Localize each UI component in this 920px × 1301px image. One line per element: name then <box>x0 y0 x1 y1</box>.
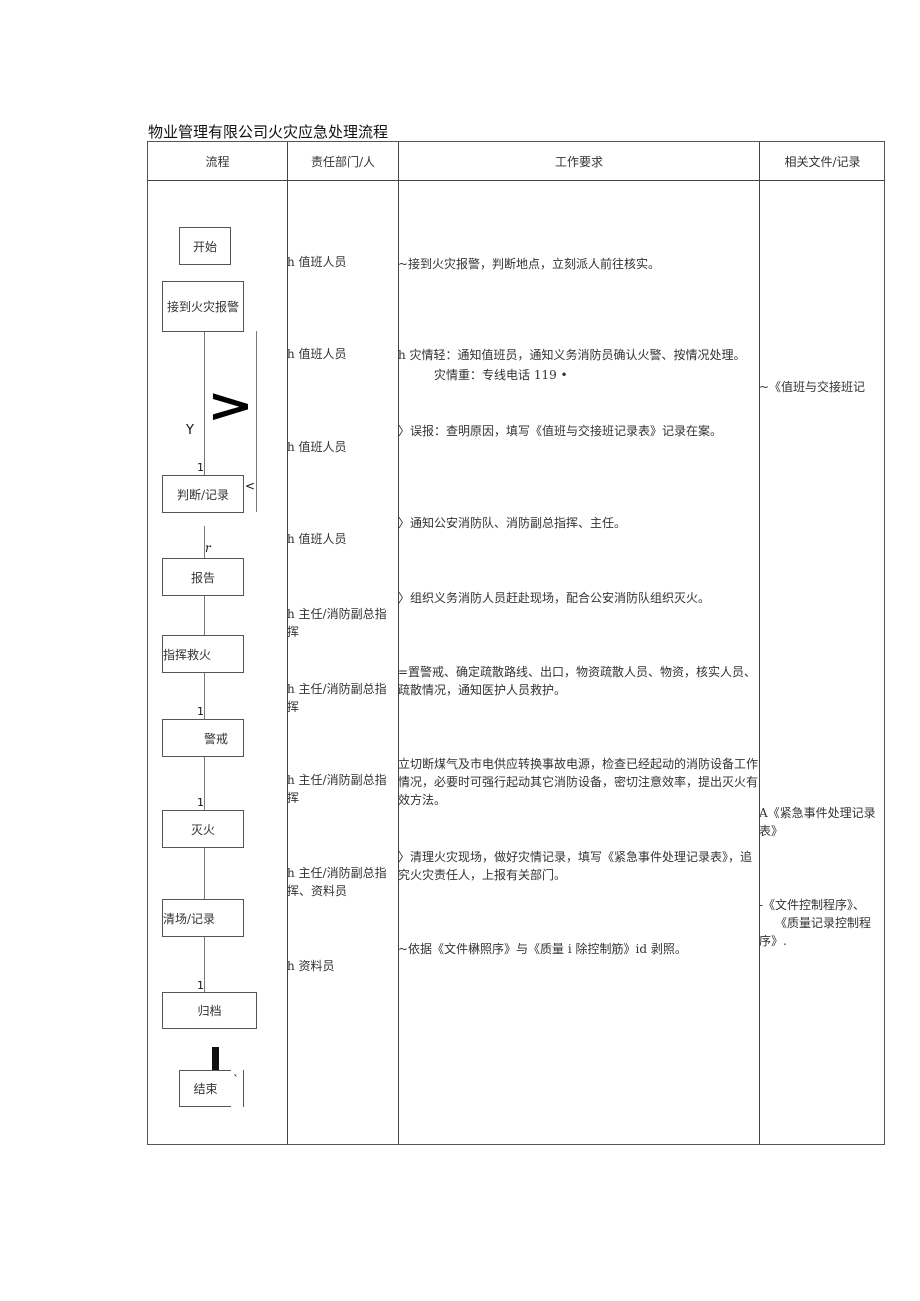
connector-line <box>204 757 205 810</box>
responsible-cell: h 值班人员 <box>287 440 347 454</box>
requirement-text: =置警戒、确定疏散路线、出口，物资疏散人员、物资，核实人员、疏散情况，通知医护人… <box>398 665 757 697</box>
requirement-text: h 灾情轻：通知值班员，通知义务消防员确认火警、按情况处理。 <box>398 348 746 362</box>
flow-node-archive: 归档 <box>162 992 257 1029</box>
connector-line <box>204 848 205 899</box>
responsible-cell: h 资料员 <box>287 959 335 973</box>
node-label: 归档 <box>197 1004 222 1018</box>
connector-line <box>204 673 205 719</box>
node-label: 报告 <box>190 570 215 585</box>
document-ref: -《文件控制程序》、 <box>759 898 866 912</box>
thick-connector <box>212 1047 219 1070</box>
column-divider <box>287 142 288 1144</box>
one-label: 1 <box>197 979 204 992</box>
one-label: 1 <box>197 461 204 474</box>
responsible-cell: h 主任/消防副总指挥 <box>287 682 387 714</box>
requirement-text: 灾情重：专线电话 119 • <box>434 368 568 382</box>
column-divider <box>759 142 760 1144</box>
document-ref: 《质量记录控制程序》. <box>759 916 872 948</box>
responsible-cell: h 主任/消防副总指挥 <box>287 607 387 639</box>
node-label: 清场/记录 <box>163 911 216 926</box>
flow-node-command: 指挥救火 <box>162 635 244 673</box>
responsible-cell: h 值班人员 <box>287 532 347 546</box>
flow-node-receive-alarm: 接到火灾报警 <box>162 281 244 332</box>
header-requirements: 工作要求 <box>554 154 603 169</box>
flow-node-report: 报告 <box>162 558 244 596</box>
branch-line <box>256 331 257 512</box>
connector-line <box>204 332 205 475</box>
responsible-cell: h 值班人员 <box>287 255 347 269</box>
node-label: 判断/记录 <box>176 487 230 502</box>
requirement-text: ~接到火灾报警，判断地点，立刻派人前往核实。 <box>398 257 661 271</box>
responsible-cell: h 主任/消防副总指挥、资料员 <box>287 866 387 898</box>
node-label: 接到火灾报警 <box>166 300 239 314</box>
requirement-text: 〉清理火灾现场，做好灾情记录，填写《紧急事件处理记录表》，追究火灾责任人，上报有… <box>398 850 753 882</box>
node-label: 警戒 <box>203 731 228 746</box>
requirement-text: 〉组织义务消防人员赶赴现场，配合公安消防队组织灭火。 <box>398 591 711 605</box>
requirement-text: ~依据《文件楙照序》与《质量 i 除控制筋》id 剥照。 <box>398 942 687 956</box>
requirement-text: 立切断煤气及市电供应转换事故电源，检查已经起动的消防设备工作情况，必要时可强行起… <box>398 757 759 807</box>
process-table: 流程 责任部门/人 工作要求 相关文件/记录 <box>147 141 885 1145</box>
header-documents: 相关文件/记录 <box>784 154 861 169</box>
flow-node-cleanup: 清场/记录 <box>162 899 244 937</box>
document-ref: A《紧急事件处理记录表》 <box>759 806 876 838</box>
flow-node-cordon: 警戒 <box>162 719 244 757</box>
node-label: 灭火 <box>190 822 215 837</box>
node-label: 指挥救火 <box>163 647 212 662</box>
requirement-text: 〉误报：查明原因，填写《值班与交接班记录表》记录在案。 <box>398 424 723 438</box>
flow-node-end: 结束 <box>179 1070 231 1107</box>
header-flow: 流程 <box>205 154 230 169</box>
responsible-cell: h 值班人员 <box>287 347 347 361</box>
connector-line <box>204 937 205 992</box>
requirement-text: 〉通知公安消防队、消防副总指挥、主任。 <box>398 516 627 530</box>
connector-line <box>204 526 205 558</box>
node-label: 结束 <box>193 1082 218 1096</box>
y-label: Y <box>186 423 194 438</box>
small-arrow-mark: < <box>245 479 256 493</box>
connector-line <box>204 596 205 635</box>
flow-node-start: 开始 <box>179 227 231 265</box>
r-mark: r <box>205 541 211 555</box>
document-title: 物业管理有限公司火灾应急处理流程 <box>148 123 389 141</box>
node-label: 开始 <box>192 239 217 254</box>
header-divider <box>148 180 884 181</box>
responsible-cell: h 主任/消防副总指挥 <box>287 773 387 805</box>
one-label: 1 <box>197 796 204 809</box>
document-ref: ~《值班与交接班记 <box>759 380 866 394</box>
flow-node-judge-record: 判断/记录 <box>162 475 244 513</box>
tick-mark: ` <box>233 1073 239 1087</box>
flow-node-extinguish: 灭火 <box>162 810 244 848</box>
end-side-line <box>243 1070 244 1107</box>
column-divider <box>398 142 399 1144</box>
header-responsible: 责任部门/人 <box>310 154 376 169</box>
one-label: 1 <box>197 705 204 718</box>
big-arrow-mark: > <box>207 377 254 434</box>
